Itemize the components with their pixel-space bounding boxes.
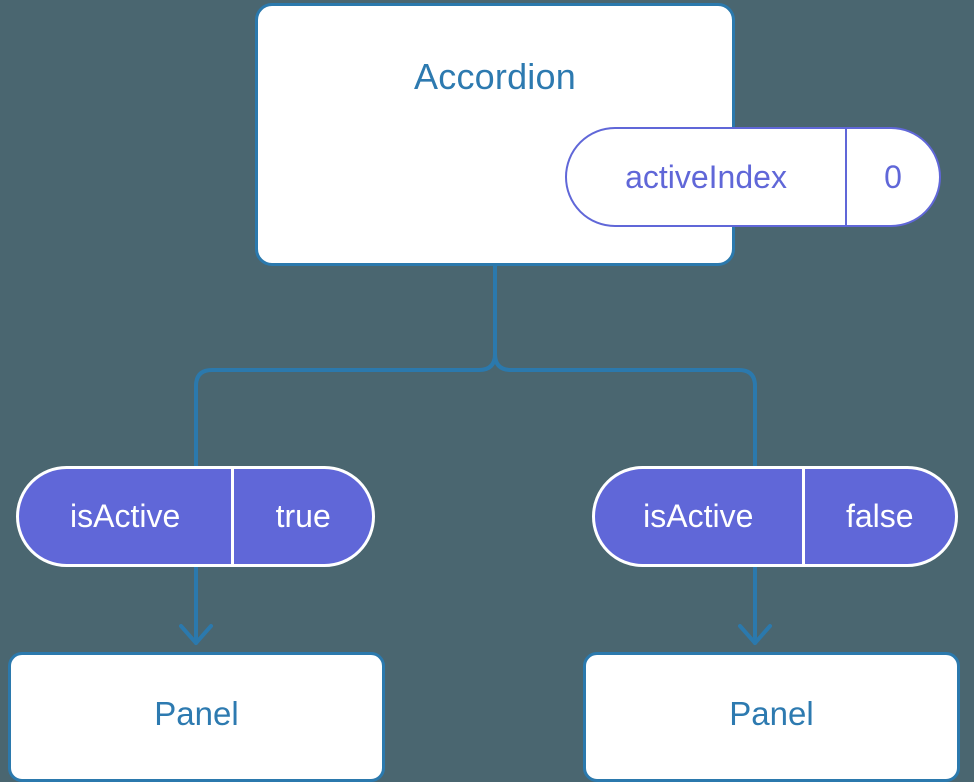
- accordion-title: Accordion: [414, 56, 576, 97]
- state-pill-active-index[interactable]: activeIndex 0: [565, 127, 941, 227]
- state-pill-value: 0: [845, 129, 939, 225]
- arrow-down-left: [179, 565, 213, 645]
- prop-pill-isactive-true[interactable]: isActive true: [16, 466, 375, 567]
- prop-pill-key: isActive: [643, 498, 754, 534]
- accordion-card[interactable]: Accordion activeIndex 0: [255, 3, 941, 266]
- prop-pill-isactive-false[interactable]: isActive false: [592, 466, 958, 567]
- prop-pill-value: false: [801, 469, 955, 564]
- prop-pill-key: isActive: [70, 498, 181, 534]
- panel-title: Panel: [729, 695, 814, 732]
- panel-title: Panel: [154, 695, 239, 732]
- tree-branch-connector: [194, 264, 497, 468]
- prop-pill-value: true: [231, 469, 372, 564]
- panel-card-right[interactable]: Panel: [583, 652, 960, 782]
- tree-branch-connector-right: [493, 264, 757, 468]
- arrow-down-right: [738, 565, 772, 645]
- state-pill-key: activeIndex: [625, 158, 787, 195]
- panel-card-left[interactable]: Panel: [8, 652, 385, 782]
